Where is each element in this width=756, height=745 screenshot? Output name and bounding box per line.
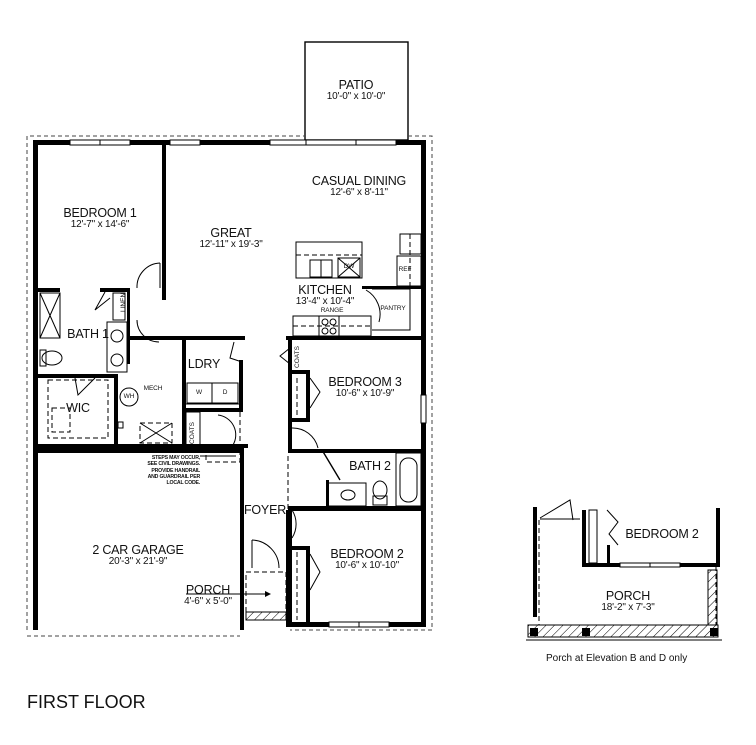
inset-porch: PORCH 18'-2" x 7'-3" [601, 589, 655, 614]
room-name: 2 CAR GARAGE [92, 543, 184, 557]
room-great: GREAT 12'-11" x 19'-3" [199, 226, 263, 251]
coats-closet-a [185, 411, 241, 447]
room-dimensions: 4'-6" x 5'-0" [184, 596, 232, 608]
room-porch: PORCH 4'-6" x 5'-0" [184, 583, 232, 608]
floor-title: FIRST FLOOR [27, 692, 146, 712]
bath2-fixtures [327, 452, 422, 507]
inset-porch-plan [526, 499, 722, 641]
room-name: BATH 2 [349, 459, 391, 473]
kitchen-counter [292, 315, 372, 337]
steps-code-note: STEPS MAY OCCUR, SEE CIVIL DRAWINGS. PRO… [147, 455, 200, 487]
kitchen-island [295, 241, 363, 279]
pantry [372, 288, 411, 331]
laundry-appliances [186, 382, 239, 405]
steps-indicator [200, 451, 241, 463]
room-ldry: LDRY [187, 357, 221, 371]
room-name: PORCH [185, 583, 231, 597]
room-mech: MECH [143, 385, 163, 393]
foyer-edge [287, 348, 290, 510]
coats-closet-label-b: COATS [294, 346, 301, 368]
inset-caption: Porch at Elevation B and D only [546, 653, 688, 664]
room-name: FOYER [243, 503, 287, 517]
room-name: LDRY [187, 357, 221, 371]
windows [69, 139, 427, 628]
room-name: CASUAL DINING [311, 174, 407, 188]
dryer-label: D [222, 389, 228, 396]
inset-bedroom-2: BEDROOM 2 [625, 527, 699, 541]
wic-shelving [47, 379, 109, 439]
room-bedroom-3: BEDROOM 3 10'-6" x 10'-9" [328, 375, 402, 400]
room-garage: 2 CAR GARAGE 20'-3" x 21'-9" [92, 543, 184, 568]
room-dimensions: 12'-7" x 14'-6" [70, 219, 130, 231]
room-dimensions: 13'-4" x 10'-4" [295, 296, 355, 308]
room-name: PATIO [338, 78, 374, 92]
room-dimensions: 20'-3" x 21'-9" [108, 556, 168, 568]
room-dimensions: 10'-0" x 10'-0" [326, 91, 386, 103]
refrigerator [396, 233, 422, 287]
room-dimensions: 12'-11" x 19'-3" [199, 239, 263, 251]
room-dimensions: 12'-6" x 8'-11" [330, 187, 388, 199]
room-name: MECH [143, 385, 163, 392]
room-bedroom-2: BEDROOM 2 10'-6" x 10'-10" [330, 547, 404, 572]
refrigerator-label: REF [398, 266, 412, 273]
room-casual-dining: CASUAL DINING 12'-6" x 8'-11" [311, 174, 407, 199]
room-dimensions: 10'-6" x 10'-9" [335, 388, 395, 400]
room-foyer: FOYER [243, 503, 287, 517]
bath1-fixtures [39, 292, 128, 373]
washer-label: W [195, 389, 203, 396]
linen-closet-label: LINEN [120, 292, 127, 312]
coats-closet-label-a: COATS [189, 422, 196, 444]
pantry-label: PANTRY [380, 305, 406, 312]
room-name: BEDROOM 3 [328, 375, 402, 389]
dishwasher-label: DW [343, 263, 355, 270]
room-kitchen: KITCHEN 13'-4" x 10'-4" [295, 283, 355, 308]
range-label: RANGE [320, 307, 344, 314]
room-name: BEDROOM 2 [330, 547, 404, 561]
room-name: KITCHEN [298, 283, 352, 297]
room-name: BATH 1 [67, 327, 109, 341]
front-porch [186, 571, 287, 621]
interior-walls [38, 145, 426, 630]
room-name: WIC [66, 401, 90, 415]
room-wic: WIC [66, 401, 90, 415]
closets [229, 341, 321, 620]
room-name: GREAT [210, 226, 252, 240]
water-heater-label: WH [123, 393, 135, 400]
room-bath-1: BATH 1 [67, 327, 109, 341]
room-bath-2: BATH 2 [349, 459, 391, 473]
room-name: BEDROOM 1 [63, 206, 137, 220]
room-patio: PATIO 10'-0" x 10'-0" [326, 78, 386, 103]
room-bedroom-1: BEDROOM 1 12'-7" x 14'-6" [63, 206, 137, 231]
door-swings [74, 262, 381, 569]
mech-fixtures [117, 387, 173, 444]
foundation-outline [26, 135, 433, 637]
room-dimensions: 10'-6" x 10'-10" [335, 560, 399, 572]
